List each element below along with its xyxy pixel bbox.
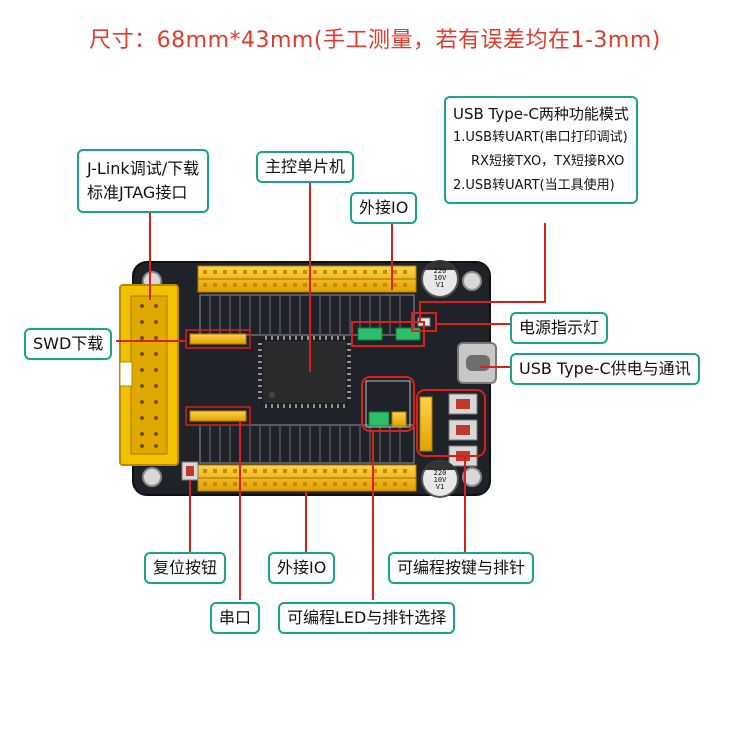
callout-usb-mode-note: RX短接TXO，TX短接RXO — [471, 154, 625, 169]
callout-power-led: 电源指示灯 — [510, 312, 609, 344]
capacitor-value: 220 — [433, 469, 447, 477]
highlight-uart — [185, 406, 251, 426]
callout-usb-mode: USB Type-C两种功能模式 1.USB转UART(串口打印调试) RX短接… — [444, 96, 638, 204]
callout-usb-mode-item1: 1.USB转UART(串口打印调试) — [453, 130, 628, 145]
highlight-usb-mode — [351, 321, 425, 347]
callout-usb-mode-item2: 2.USB转UART(当工具使用) — [453, 178, 615, 193]
capacitor-code: V1 — [435, 281, 445, 289]
capacitor-top-label: 220 10V V1 — [428, 268, 452, 289]
silkscreen-pin-labels — [199, 294, 415, 464]
uart-header — [189, 410, 247, 422]
programmable-buttons — [448, 393, 478, 467]
jtag-connector — [119, 284, 179, 466]
swd-header — [189, 333, 247, 345]
mounting-hole — [462, 467, 482, 487]
capacitor-voltage: 10V — [433, 274, 447, 282]
capacitor-bottom — [421, 460, 459, 498]
callout-swd: SWD下载 — [24, 328, 113, 360]
capacitor-code: V1 — [435, 483, 445, 491]
callout-usb-mode-title: USB Type-C两种功能模式 — [453, 105, 629, 123]
callout-keys: 可编程按键与排针 — [388, 552, 535, 584]
callout-jtag-line2: 标准JTAG接口 — [87, 183, 188, 202]
bottom-pin-header — [197, 464, 417, 492]
top-pin-header — [197, 265, 417, 293]
mcu-chip — [258, 336, 351, 408]
usb-mode-jumper — [395, 327, 421, 341]
callout-usb-power: USB Type-C供电与通讯 — [510, 353, 700, 385]
capacitor-bottom-label: 220 10V V1 — [428, 470, 452, 491]
mounting-hole — [142, 467, 162, 487]
capacitor-value: 220 — [433, 267, 447, 275]
callout-io-top: 外接IO — [350, 192, 418, 224]
callout-io-bottom: 外接IO — [268, 552, 336, 584]
usb-mode-jumper — [357, 327, 383, 341]
highlight-buttons — [416, 389, 486, 457]
button-pin-header — [419, 396, 433, 452]
callout-led-select: 可编程LED与排针选择 — [278, 602, 456, 634]
led-select-area — [365, 380, 411, 428]
capacitor-top — [421, 260, 459, 298]
led-jumper — [368, 411, 390, 427]
callout-reset: 复位按钮 — [144, 552, 227, 584]
callout-jtag-line1: J-Link调试/下载 — [87, 159, 200, 178]
highlight-swd — [185, 329, 251, 349]
leader-lines — [116, 183, 546, 600]
mounting-hole — [462, 271, 482, 291]
capacitor-voltage: 10V — [433, 476, 447, 484]
usb-type-c-port — [457, 342, 497, 384]
size-title: 尺寸：68mm*43mm(手工测量，若有误差均在1-3mm) — [89, 28, 661, 53]
highlight-led-select — [361, 376, 415, 432]
callout-jtag: J-Link调试/下载 标准JTAG接口 — [77, 149, 210, 213]
highlight-power-led — [411, 312, 437, 332]
callout-mcu: 主控单片机 — [256, 151, 355, 183]
callout-uart: 串口 — [210, 602, 261, 634]
